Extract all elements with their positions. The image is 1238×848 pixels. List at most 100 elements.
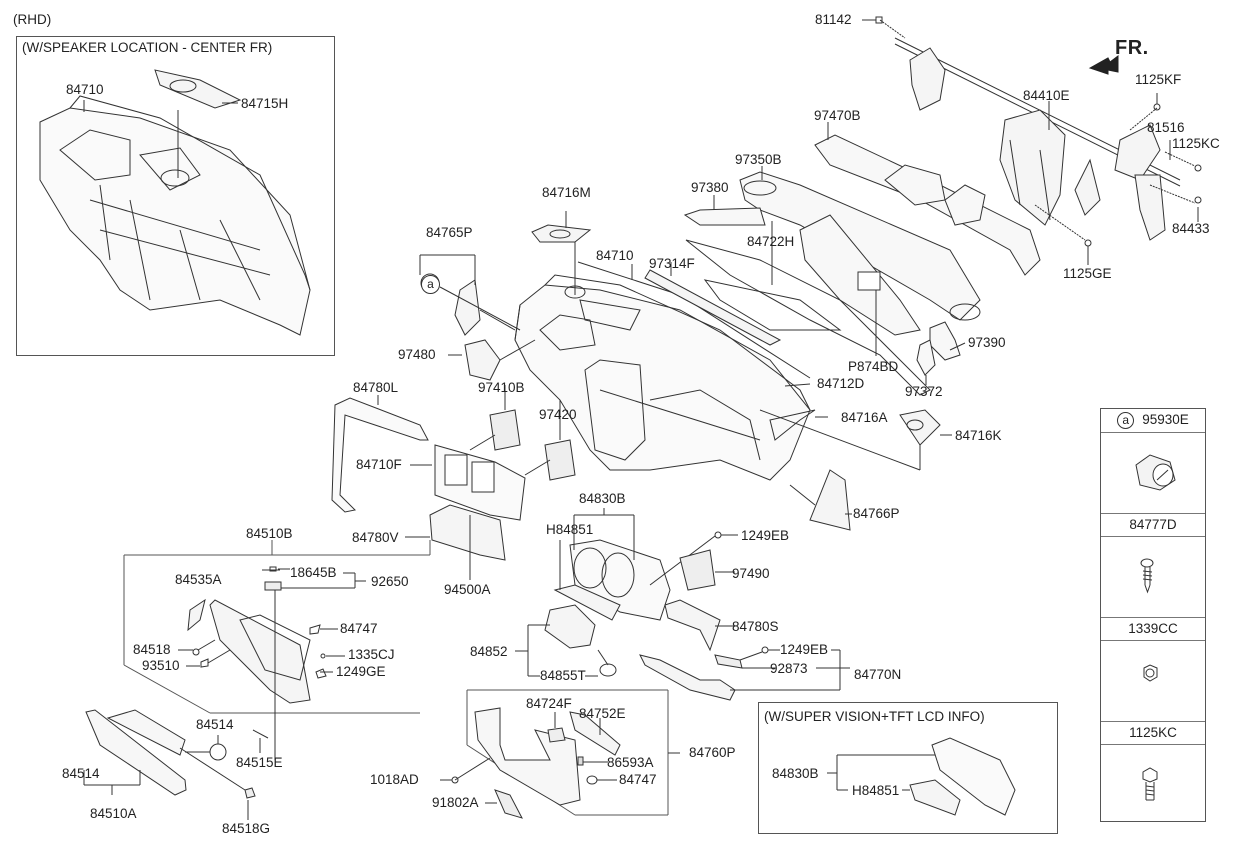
part-label[interactable]: 84710 [66,82,104,97]
part-label[interactable]: 97372 [905,384,943,399]
cowl-cross-bar-drawing [862,17,1201,265]
hex-nut-icon [1144,665,1157,681]
part-label[interactable]: 84510A [90,806,137,821]
legend-icons [1136,455,1175,800]
air-duct-drawing [685,122,1040,385]
center-fascia-drawing [332,385,575,580]
callout-marker: a [421,275,440,294]
glove-box-lid-drawing [84,710,268,820]
part-label[interactable]: 97480 [398,347,436,362]
part-label[interactable]: 84716M [542,185,591,200]
part-label[interactable]: 84535A [175,572,222,587]
part-label[interactable]: 84760P [689,745,736,760]
diagram-title: (RHD) [13,12,52,27]
part-label[interactable]: 86593A [607,755,654,770]
part-label[interactable]: 84410E [1023,88,1070,103]
part-label[interactable]: 84852 [470,644,508,659]
part-label[interactable]: 84715H [241,96,289,111]
part-label[interactable]: 1125KF [1135,72,1182,87]
part-label[interactable]: 94500A [444,582,491,597]
glove-box-frame [124,540,430,713]
part-label[interactable]: 97470B [814,108,861,123]
part-label[interactable]: P874BD [848,359,899,374]
part-label[interactable]: 84830B [772,766,819,781]
part-label[interactable]: 97410B [478,380,525,395]
legend-header: 1125KC [1101,721,1205,744]
part-label[interactable]: H84851 [546,522,594,537]
legend-image-cell [1101,640,1205,721]
inset-title: (W/SUPER VISION+TFT LCD INFO) [764,709,985,724]
common-parts-legend: a 95930E 84777D 1339CC 1125KC [1100,408,1206,822]
part-label[interactable]: 1125KC [1172,136,1220,151]
part-label[interactable]: 84712D [817,376,865,391]
headlamp-switch-icon [1136,455,1175,490]
inset-speaker-location: (W/SPEAKER LOCATION - CENTER FR) [16,36,335,356]
part-label[interactable]: 84830B [579,491,626,506]
part-label[interactable]: 1249EB [741,528,790,543]
part-label[interactable]: 84510B [246,526,293,541]
part-label[interactable]: 84770N [854,667,902,682]
part-label[interactable]: 84514 [62,766,100,781]
part-label[interactable]: 84780L [353,380,399,395]
part-label[interactable]: 97420 [539,407,577,422]
legend-code[interactable]: 1125KC [1129,725,1177,740]
glove-box-drawing [178,567,366,760]
part-label[interactable]: 1249GE [336,664,386,679]
part-label[interactable]: 84747 [619,772,657,787]
part-label[interactable]: 18645B [290,565,337,580]
callout-marker: a [1117,411,1135,429]
part-label[interactable]: 84747 [340,621,378,636]
part-label[interactable]: 97314F [649,256,695,271]
main-crash-pad-drawing [515,211,952,530]
inset-super-vision: (W/SUPER VISION+TFT LCD INFO) [758,702,1058,834]
part-label[interactable]: 91802A [432,795,479,810]
front-direction-indicator: FR. [1115,37,1149,59]
part-label[interactable]: 84710F [356,457,402,472]
tapping-screw-icon [1141,559,1153,592]
part-label[interactable]: H84851 [852,783,900,798]
part-label[interactable]: 84716A [841,410,888,425]
legend-code[interactable]: 1339CC [1128,621,1178,636]
part-label[interactable]: 84766P [853,506,900,521]
part-label[interactable]: 93510 [142,658,180,673]
part-label[interactable]: 84724F [526,696,572,711]
part-label[interactable]: 97390 [968,335,1006,350]
legend-image-cell [1101,744,1205,821]
legend-image-cell [1101,432,1205,513]
part-label[interactable]: 84518 [133,642,171,657]
cluster-fascia-drawing [515,508,850,700]
part-label[interactable]: 1125GE [1063,266,1112,281]
part-label[interactable]: 84716K [955,428,1002,443]
part-label[interactable]: 1018AD [370,772,419,787]
inset-speaker-crash-pad-drawing [40,70,310,335]
part-label[interactable]: 1249EB [780,642,829,657]
part-label[interactable]: 84855T [540,668,586,683]
part-label[interactable]: 1335CJ [348,647,395,662]
part-label[interactable]: 81142 [815,12,852,27]
part-label[interactable]: 84433 [1172,221,1210,236]
part-label[interactable]: 84518G [222,821,271,836]
defroster-cover-drawing [686,215,930,395]
part-label[interactable]: 84765P [426,225,473,240]
part-label[interactable]: 97380 [691,180,729,195]
part-label[interactable]: 84752E [579,706,626,721]
part-label[interactable]: 81516 [1147,120,1185,135]
part-label[interactable]: 97350B [735,152,782,167]
flange-bolt-icon [1143,768,1157,800]
legend-code[interactable]: 95930E [1142,412,1189,427]
part-label[interactable]: 84515E [236,755,283,770]
super-vision-cluster-drawing [827,738,1015,815]
part-label[interactable]: 92650 [371,574,409,589]
part-label[interactable]: 84780V [352,530,399,545]
legend-code[interactable]: 84777D [1129,517,1177,532]
part-label[interactable]: 84514 [196,717,234,732]
part-label[interactable]: 84780S [732,619,779,634]
part-label[interactable]: 84710 [596,248,634,263]
part-label[interactable]: 84722H [747,234,795,249]
part-label[interactable]: 92873 [770,661,808,676]
lower-panel-drawing [440,690,680,818]
legend-header: a 95930E [1101,409,1205,432]
part-label[interactable]: 97490 [732,566,770,581]
